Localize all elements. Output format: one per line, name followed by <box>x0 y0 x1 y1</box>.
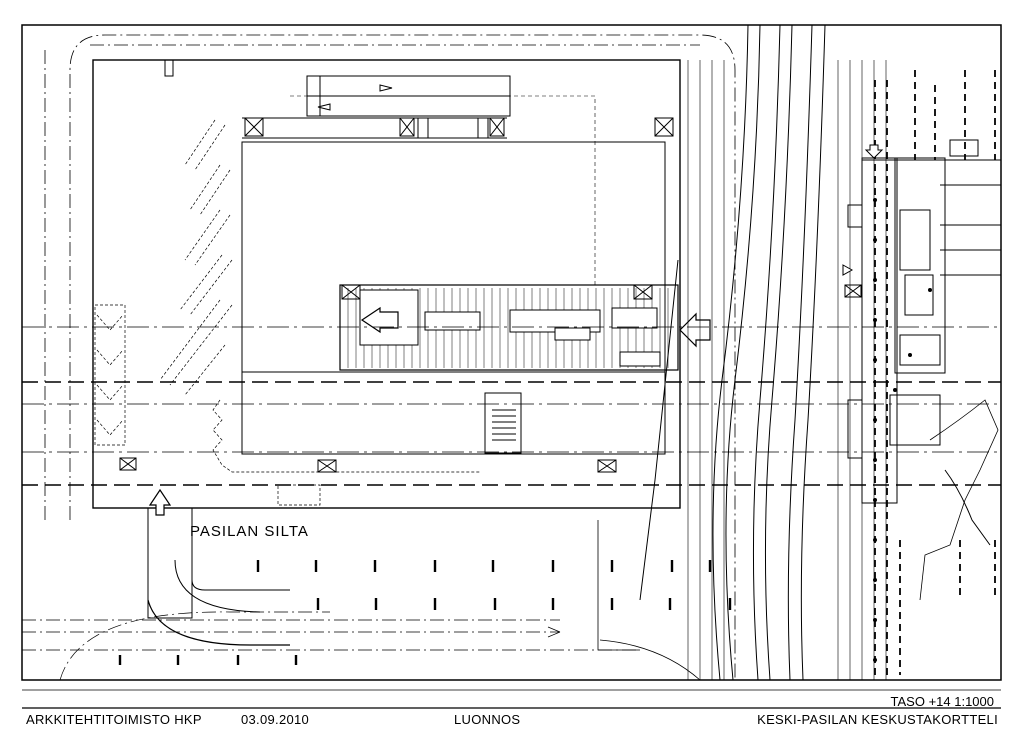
main-building-outline <box>92 59 681 509</box>
top-ramp <box>290 75 596 285</box>
railway-tracks <box>712 24 826 681</box>
street-label: PASILAN SILTA <box>190 523 309 540</box>
structural-columns <box>119 117 862 473</box>
drawing-status: LUONNOS <box>454 712 521 727</box>
diagonal-parking-stalls <box>159 119 480 473</box>
lane-markings <box>118 560 732 665</box>
road-outline <box>44 34 736 680</box>
architect-office: ARKKITEHTITOIMISTO HKP <box>26 712 202 727</box>
central-platform <box>339 284 679 371</box>
drawing-frame <box>21 24 1002 681</box>
track-zone-lines <box>687 60 887 680</box>
right-grid-dots <box>873 198 932 662</box>
level-scale-label: TASO +14 1:1000 <box>890 694 994 709</box>
right-grid-dashes <box>874 70 996 675</box>
stair-core <box>484 392 522 454</box>
drawing-date: 03.09.2010 <box>241 712 310 727</box>
entry-ramps-left <box>94 304 126 446</box>
inner-hall-outline <box>241 141 666 455</box>
right-building-block <box>847 139 1001 601</box>
street-area <box>147 484 321 646</box>
project-title: KESKI-PASILAN KESKUSTAKORTTELI <box>757 712 998 727</box>
